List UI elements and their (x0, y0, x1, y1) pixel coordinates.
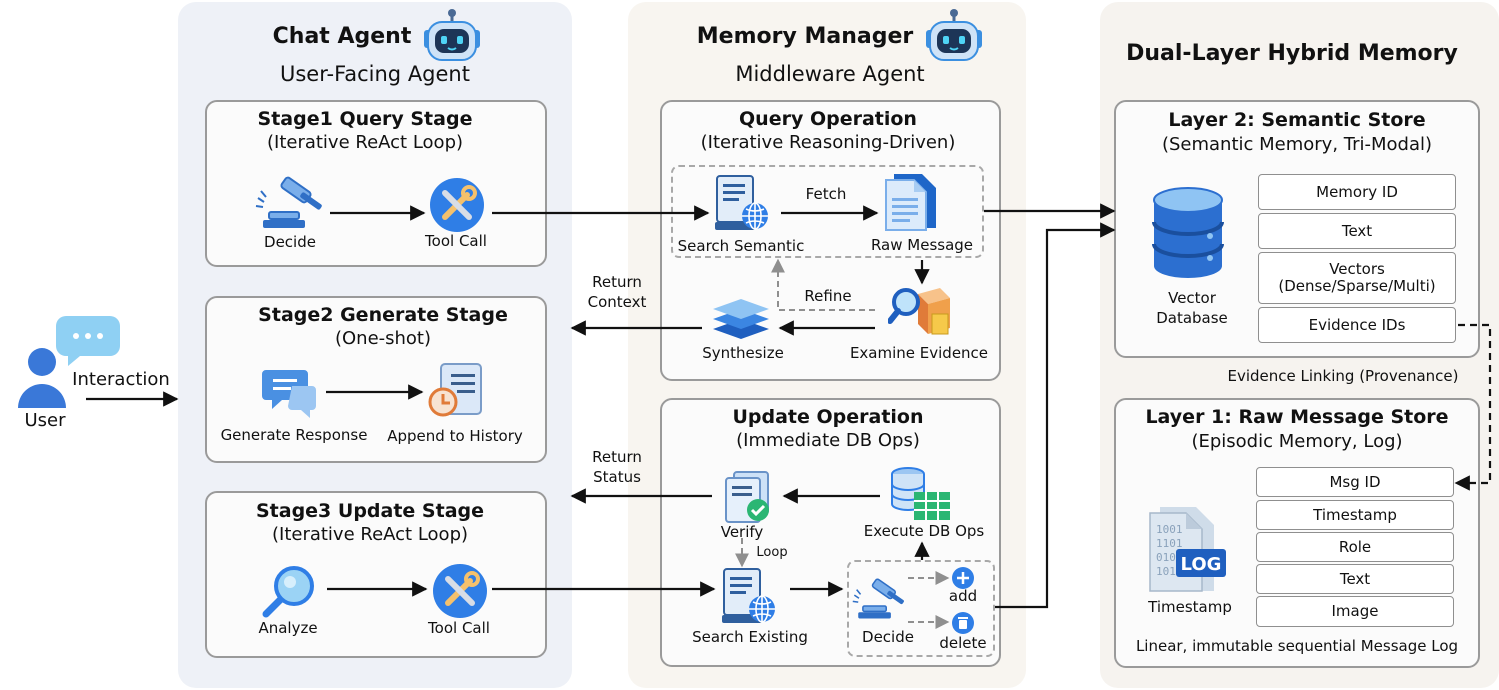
stage2-subtitle: (One-shot) (334, 328, 432, 349)
examine-evidence-icon (888, 288, 950, 335)
interaction-label: Interaction (72, 369, 170, 390)
chat-bubble-icon (262, 370, 316, 418)
add-label: add (948, 587, 978, 605)
verify-label: Verify (720, 523, 764, 541)
examine-evidence-label: Examine Evidence (849, 344, 989, 362)
fetch-label: Fetch (805, 185, 847, 203)
delete-icon (952, 612, 974, 634)
vector-db-line1: Vector (1168, 289, 1216, 307)
refine-label: Refine (804, 287, 852, 305)
update-operation-subtitle: (Immediate DB Ops) (736, 430, 920, 451)
add-icon (952, 567, 974, 589)
tool-icon-2 (433, 564, 487, 618)
svg-text:1011: 1011 (1156, 565, 1183, 578)
log-file-icon: 1001 1101 0101 1011 LOG (1149, 507, 1226, 592)
role-field: Role (1256, 532, 1454, 562)
text-field: Text (1258, 213, 1456, 249)
generate-response-label: Generate Response (220, 426, 368, 444)
gavel-icon-2 (852, 578, 904, 619)
layer1-title: Layer 1: Raw Message Store (1145, 406, 1449, 428)
chat-agent-subtitle: User-Facing Agent (280, 62, 470, 86)
update-operation-title: Update Operation (732, 406, 924, 428)
memory-manager-subtitle: Middleware Agent (735, 62, 925, 86)
search-existing-icon (722, 568, 775, 623)
stage1-title: Stage1 Query Stage (257, 108, 473, 130)
stage1-box (205, 100, 547, 267)
layer2-title: Layer 2: Semantic Store (1168, 109, 1426, 131)
decide-label: Decide (264, 233, 316, 251)
search-semantic-icon (715, 175, 768, 230)
stage3-box (205, 491, 547, 658)
synthesize-icon (713, 299, 769, 339)
robot-icon-2 (926, 9, 982, 61)
search-semantic-label: Search Semantic (677, 237, 805, 255)
append-history-label: Append to History (387, 427, 523, 445)
layer1-subtitle: (Episodic Memory, Log) (1191, 431, 1403, 452)
stage2-title: Stage2 Generate Stage (258, 304, 508, 326)
execute-db-icon (891, 467, 950, 520)
robot-icon (424, 9, 480, 61)
log-text: LOG (1181, 554, 1222, 575)
query-operation-subtitle: (Iterative Reasoning-Driven) (700, 132, 956, 153)
svg-text:1101: 1101 (1156, 537, 1183, 550)
memory-title: Dual-Layer Hybrid Memory (1126, 41, 1458, 66)
vectors-label: Vectors (1329, 260, 1385, 278)
decide-dashed-box (847, 560, 995, 657)
loop-label: Loop (756, 545, 788, 560)
verify-icon (725, 471, 769, 523)
svg-text:0101: 0101 (1156, 551, 1183, 564)
tool-icon (430, 178, 484, 232)
analyze-label: Analyze (258, 619, 318, 637)
history-icon (428, 363, 482, 417)
return-context-line1: Return (592, 273, 642, 291)
raw-message-icon (885, 174, 936, 231)
chat-agent-title: Chat Agent (272, 24, 412, 49)
image-field: Image (1256, 596, 1454, 627)
vector-database-icon (1152, 187, 1224, 278)
stage1-subtitle: (Iterative ReAct Loop) (266, 132, 464, 153)
layer2-subtitle: (Semantic Memory, Tri-Modal) (1161, 134, 1433, 155)
memory-manager-title: Memory Manager (696, 24, 914, 49)
vector-db-line2: Database (1156, 309, 1228, 327)
tool-call-label-2: Tool Call (428, 619, 490, 637)
query-operation-title: Query Operation (739, 108, 917, 130)
raw-message-label: Raw Message (870, 236, 974, 254)
svg-text:1001: 1001 (1156, 523, 1183, 536)
magnifier-icon (262, 566, 314, 618)
timestamp-field: Timestamp (1256, 500, 1454, 530)
evidence-linking-label: Evidence Linking (Provenance) (1227, 367, 1459, 385)
msg-id-field: Msg ID (1256, 467, 1454, 497)
vectors-sub-label: (Dense/Sparse/Multi) (1278, 277, 1436, 295)
stage3-subtitle: (Iterative ReAct Loop) (271, 524, 469, 545)
search-loop-dashed-box (671, 165, 984, 258)
search-existing-label: Search Existing (692, 628, 808, 646)
return-context-line2: Context (587, 293, 647, 311)
gavel-icon (255, 176, 322, 228)
user-label: User (24, 410, 66, 431)
memory-id-field: Memory ID (1258, 174, 1456, 210)
text-field-2: Text (1256, 564, 1454, 594)
stage3-title: Stage3 Update Stage (255, 500, 485, 522)
synthesize-label: Synthesize (702, 344, 784, 362)
execute-db-label: Execute DB Ops (863, 522, 985, 540)
decide-label-2: Decide (862, 628, 914, 646)
delete-label: delete (939, 634, 987, 652)
timestamp-icon-label: Timestamp (1148, 598, 1232, 616)
vectors-field: Vectors (Dense/Sparse/Multi) (1258, 252, 1456, 304)
tool-call-label: Tool Call (425, 232, 487, 250)
return-status-line1: Return (592, 448, 642, 466)
return-status-line2: Status (593, 468, 641, 486)
log-caption: Linear, immutable sequential Message Log (1135, 637, 1459, 655)
evidence-ids-field: Evidence IDs (1258, 307, 1456, 343)
user-icon (18, 316, 120, 408)
